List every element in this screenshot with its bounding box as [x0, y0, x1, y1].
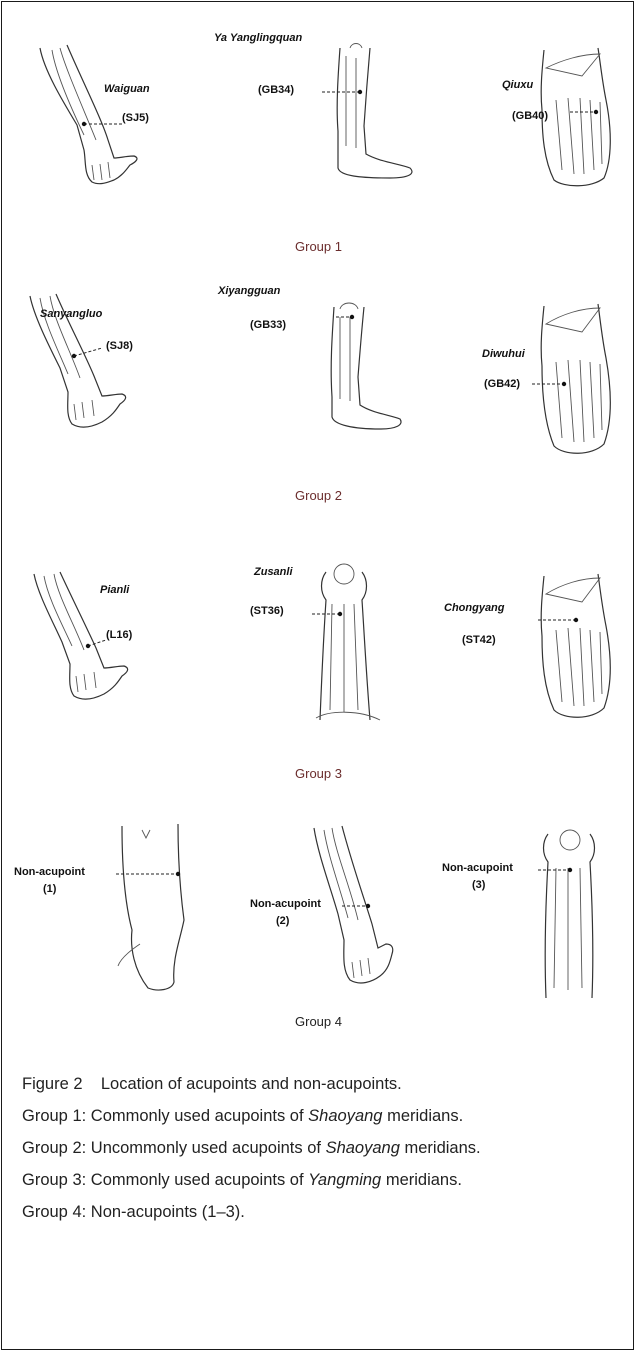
point-name: Non-acupoint — [14, 866, 85, 878]
panel-non-acupoint-2: Non-acupoint (2) — [218, 824, 418, 1004]
point-name: Ya Yanglingquan — [214, 32, 302, 44]
panel-ya-yanglingquan: Ya Yanglingquan (GB34) — [210, 36, 440, 186]
point-name: Waiguan — [104, 83, 150, 95]
caption-group-1: Group 1: Commonly used acupoints of Shao… — [22, 1107, 612, 1126]
point-code: (L16) — [106, 629, 132, 641]
point-name: Zusanli — [254, 566, 293, 578]
leg-illustration — [230, 287, 430, 437]
point-code: (2) — [276, 915, 289, 927]
caption-group-4: Group 4: Non-acupoints (1–3). — [22, 1203, 612, 1222]
caption-emphasis: Yangming — [308, 1171, 381, 1189]
point-name: Sanyangluo — [40, 308, 102, 320]
panel-diwuhui: Diwuhui (GB42) — [472, 302, 622, 462]
panel-xiyangguan: Xiyangguan (GB33) — [230, 287, 430, 437]
caption-emphasis: Shaoyang — [326, 1139, 400, 1157]
arm-outline-illustration — [22, 820, 212, 995]
shin-illustration — [240, 560, 440, 725]
forearm-illustration — [218, 824, 418, 1004]
point-code: (ST42) — [462, 634, 496, 646]
point-name: Non-acupoint — [442, 862, 513, 874]
point-code: (SJ5) — [122, 112, 149, 124]
caption-text: Group 3: Commonly used acupoints of — [22, 1171, 308, 1189]
leg-illustration — [210, 36, 440, 186]
caption-text: meridians. — [381, 1171, 462, 1189]
point-code: (GB33) — [250, 319, 286, 331]
forearm-illustration — [22, 40, 172, 190]
panel-zusanli: Zusanli (ST36) — [240, 560, 440, 725]
point-name: Diwuhui — [482, 348, 525, 360]
group-label: Group 4 — [2, 1014, 635, 1029]
point-code: (GB42) — [484, 378, 520, 390]
point-name: Qiuxu — [502, 79, 533, 91]
group-label: Group 1 — [2, 239, 635, 254]
caption-emphasis: Shaoyang — [308, 1107, 382, 1125]
point-code: (GB34) — [258, 84, 294, 96]
panel-non-acupoint-1: Non-acupoint (1) — [22, 820, 212, 995]
point-code: (SJ8) — [106, 340, 133, 352]
caption-text: Group 1: Commonly used acupoints of — [22, 1107, 308, 1125]
point-name: Chongyang — [444, 602, 505, 614]
panel-non-acupoint-3: Non-acupoint (3) — [442, 828, 622, 1003]
point-code: (1) — [43, 883, 56, 895]
point-name: Non-acupoint — [250, 898, 321, 910]
figure-caption: Figure 2 Location of acupoints and non-a… — [22, 1075, 612, 1222]
panel-qiuxu: Qiuxu (GB40) — [472, 40, 622, 190]
point-code: (ST36) — [250, 605, 284, 617]
foot-illustration — [442, 572, 622, 722]
panel-chongyang: Chongyang (ST42) — [442, 572, 622, 722]
caption-text: meridians. — [382, 1107, 463, 1125]
caption-group-2: Group 2: Uncommonly used acupoints of Sh… — [22, 1139, 612, 1158]
caption-text: Group 2: Uncommonly used acupoints of — [22, 1139, 326, 1157]
point-code: (GB40) — [512, 110, 548, 122]
point-code: (3) — [472, 879, 485, 891]
group-label: Group 3 — [2, 766, 635, 781]
panel-waiguan: Waiguan (SJ5) — [22, 40, 172, 190]
point-name: Xiyangguan — [218, 285, 280, 297]
panel-sanyangluo: Sanyangluo (SJ8) — [22, 292, 172, 442]
shin-illustration — [442, 828, 622, 1003]
group-label: Group 2 — [2, 488, 635, 503]
panel-pianli: Pianli (L16) — [30, 570, 180, 710]
caption-text: meridians. — [400, 1139, 481, 1157]
caption-title: Figure 2 Location of acupoints and non-a… — [22, 1075, 612, 1094]
point-name: Pianli — [100, 584, 129, 596]
caption-group-3: Group 3: Commonly used acupoints of Yang… — [22, 1171, 612, 1190]
